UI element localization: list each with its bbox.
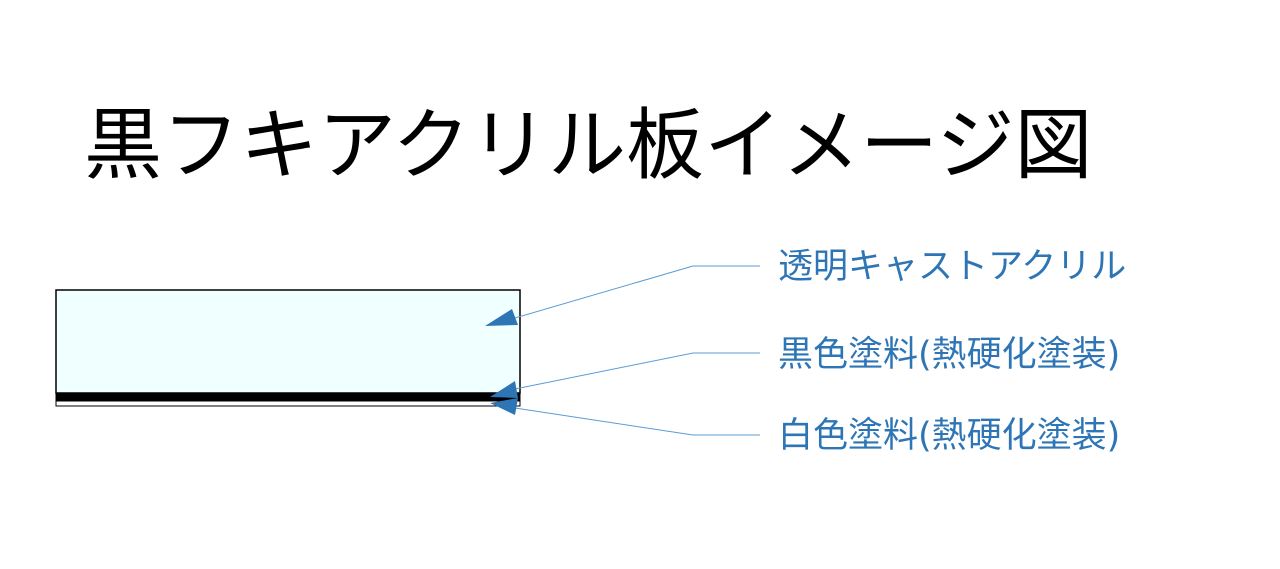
leader-line-acrylic [507, 265, 760, 321]
white-paint-layer [55, 400, 521, 407]
arrowhead-white-paint [490, 398, 518, 415]
leader-line-black-paint [514, 352, 760, 390]
page-title: 黒フキアクリル板イメージ図 [84, 101, 1093, 191]
black-paint-layer [55, 392, 521, 402]
arrowhead-black-paint [490, 381, 518, 398]
acrylic-layer [55, 289, 521, 394]
leader-line-white-paint [514, 407, 760, 436]
label-clear-cast-acrylic: 透明キャストアクリル [778, 247, 1127, 287]
label-white-paint: 白色塗料(熱硬化塗装) [778, 416, 1121, 456]
label-black-paint: 黒色塗料(熱硬化塗装) [778, 335, 1121, 375]
arrowhead-acrylic [485, 309, 518, 326]
